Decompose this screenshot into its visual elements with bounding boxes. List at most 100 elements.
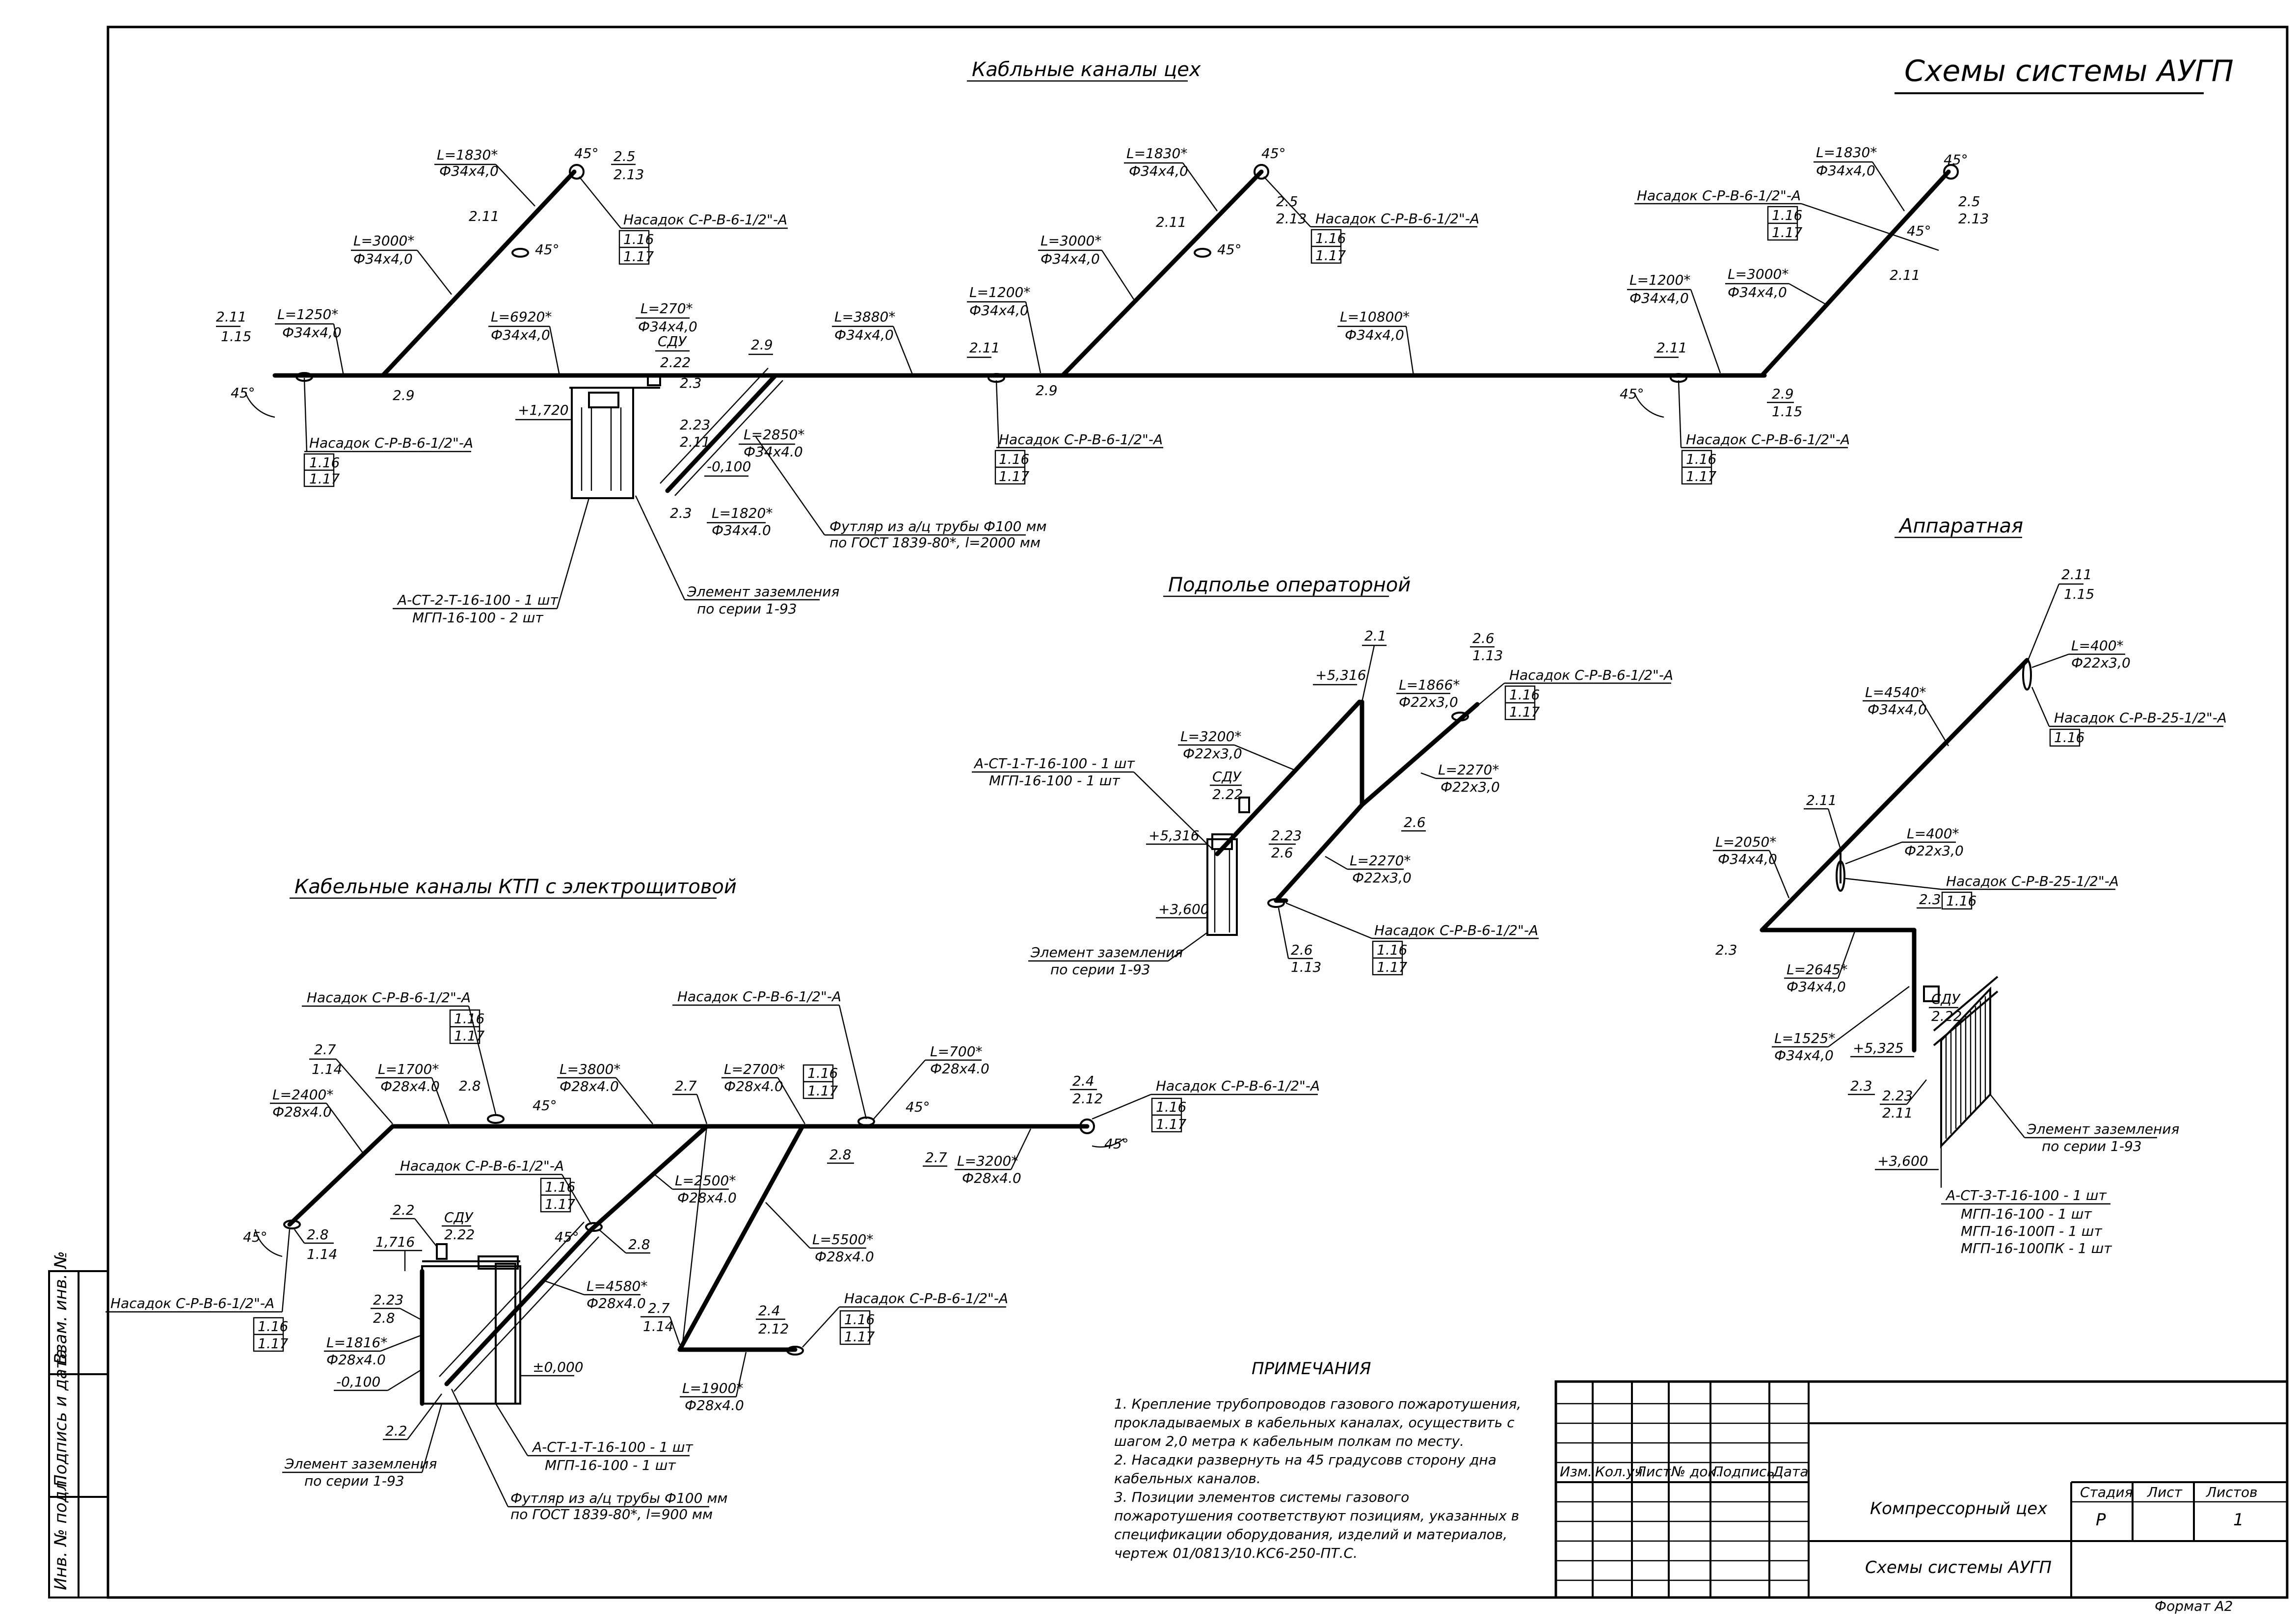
drawing-label: 2.11 — [680, 434, 710, 450]
drawing-label: Ф22х3,0 — [1352, 870, 1412, 886]
gas-cylinder-rack — [1923, 976, 1999, 1148]
sheet-border — [107, 26, 2289, 1599]
drawing-label: Ф34х4,0 — [638, 319, 697, 335]
apparatnaya-pipeline — [1760, 658, 2032, 1148]
drawing-label: L=3200* — [957, 1153, 1018, 1169]
nozzle-icon — [1267, 898, 1285, 908]
drawing-label: Ф22х3,0 — [1399, 694, 1458, 710]
drawing-label: Ф28х4.0 — [272, 1104, 332, 1120]
drawing-label: L=400* — [1907, 825, 1959, 842]
drawing-label: 2.9 — [1036, 382, 1058, 399]
drawing-label: Ф34х4,0 — [1728, 284, 1787, 300]
drawing-label: 2.11 — [1806, 792, 1837, 808]
apparatnaya-annotations: 2.11 1.15 L=400* Ф22х3,0 Насадок С-Р-В-2… — [1713, 566, 2227, 1256]
drawing-label: -0,100 — [336, 1374, 380, 1390]
drawing-label: L=2700* — [724, 1061, 785, 1077]
drawing-label: Элемент заземления — [2027, 1121, 2179, 1137]
drawing-label: 2.3 — [1850, 1078, 1872, 1094]
drawing-label: Ф34х4,0 — [1816, 162, 1875, 179]
nozzle-icon — [569, 164, 585, 180]
top-pipeline — [244, 164, 1959, 499]
drawing-label: 2.11 — [1156, 214, 1186, 230]
drawing-label: по серии 1-93 — [1050, 961, 1150, 978]
drawing-label: МГП-16-100 - 1 шт — [989, 772, 1120, 789]
drawing-label: А-СТ-3-Т-16-100 - 1 шт — [1945, 1187, 2107, 1203]
drawing-label: 2.5 — [1958, 193, 1980, 210]
drawing-label: 1.14 — [307, 1246, 337, 1262]
notes-block: ПРИМЕЧАНИЯ 1. Крепление трубопроводов га… — [1114, 1359, 1521, 1561]
section-title-podpolye: Подполье операторной — [1168, 574, 1411, 596]
drawing-label: 2.23 — [1882, 1088, 1913, 1104]
drawing-label: Насадок С-Р-В-6-1/2"-А — [1374, 922, 1538, 938]
drawing-label: А-СТ-1-Т-16-100 - 1 шт — [532, 1439, 694, 1455]
drawing-label: 1.14 — [643, 1318, 673, 1334]
drawing-label: 1.13 — [1291, 959, 1321, 975]
drawing-label: Элемент заземления — [1030, 944, 1183, 960]
drawing-label: L=1525* — [1774, 1030, 1835, 1046]
drawing-label: +5,316 — [1315, 667, 1366, 683]
drawing-label: L=2500* — [675, 1172, 736, 1189]
drawing-label: 2.23 — [373, 1292, 403, 1308]
drawing-label: 2.11 — [469, 208, 499, 224]
drawing-label: 2.9 — [751, 337, 773, 353]
drawing-label: СДУ — [1212, 769, 1242, 785]
drawing-label: 3. Позиции элементов системы газового — [1114, 1489, 1409, 1505]
drawing-label: Ф34х4,0 — [1041, 251, 1100, 267]
drawing-label: L=1200* — [1629, 272, 1690, 288]
drawing-label: L=6920* — [491, 309, 552, 325]
drawing-label: 2.23 — [680, 417, 710, 433]
nozzle-icon — [1079, 1118, 1095, 1134]
drawing-label: +1,720 — [518, 402, 569, 418]
drawing-label: L=1830* — [437, 147, 498, 163]
drawing-label: 45° — [243, 1229, 267, 1245]
drawing-label: 45° — [1944, 152, 1968, 168]
drawing-label: 1.15 — [1772, 403, 1802, 420]
drawing-label: Кол.уч — [1595, 1464, 1643, 1480]
drawing-label: Элемент заземления — [687, 584, 839, 600]
drawing-label: 2.12 — [758, 1321, 789, 1337]
drawing-label: МГП-16-100 - 2 шт — [412, 610, 543, 626]
drawing-label: Насадок С-Р-В-6-1/2"-А — [677, 988, 841, 1005]
drawing-label: L=3000* — [353, 233, 414, 249]
drawing-label: 1. Крепление трубопроводов газового пожа… — [1114, 1396, 1521, 1412]
drawing-label: 2. Насадки развернуть на 45 градусовв ст… — [1114, 1452, 1496, 1468]
drawing-label: 2.2 — [393, 1202, 415, 1218]
drawing-label: Ф34х4,0 — [1629, 290, 1689, 306]
drawing-label: Ф22х3,0 — [1183, 745, 1242, 762]
gas-cylinder-module — [571, 387, 634, 499]
drawing-label: L=2850* — [744, 426, 804, 443]
drawing-label: 2.7 — [675, 1078, 697, 1094]
drawing-label: L=1830* — [1126, 145, 1187, 161]
drawing-label: 2.22 — [1931, 1008, 1962, 1024]
notes-title: ПРИМЕЧАНИЯ — [1252, 1359, 1371, 1379]
drawing-label: L=270* — [641, 300, 693, 317]
drawing-label: Ф34х4,0 — [1787, 979, 1846, 995]
drawing-label: Ф28х4.0 — [380, 1078, 440, 1094]
drawing-label: L=5500* — [812, 1231, 873, 1248]
drawing-label: L=1900* — [682, 1380, 743, 1396]
title-block: Изм. Кол.уч Лист № док. Подпись Дата Ста… — [1554, 1380, 2289, 1599]
drawing-label: L=1820* — [712, 505, 773, 521]
drawing-label: 2.8 — [373, 1310, 395, 1326]
drawing-label: 1.14 — [312, 1061, 342, 1077]
drawing-label: +3,600 — [1158, 901, 1209, 917]
section-title-apparatnaya: Аппаратная — [1898, 515, 2023, 537]
drawing-label: Ф28х4.0 — [587, 1295, 646, 1311]
drawing-label: Насадок С-Р-В-6-1/2"-А — [309, 435, 473, 451]
drawing-label: 2.22 — [1212, 786, 1243, 802]
drawing-label: по серии 1-93 — [697, 601, 797, 617]
drawing-label: 45° — [555, 1229, 579, 1245]
drawing-label: 2.13 — [1276, 211, 1307, 227]
drawing-label: 2.22 — [444, 1226, 475, 1243]
nozzle-icon — [1943, 164, 1959, 180]
drawing-label: по серии 1-93 — [2042, 1138, 2142, 1154]
drawing-label: L=3000* — [1728, 266, 1789, 282]
drawing-label: 2.6 — [1291, 942, 1313, 958]
drawing-label: по ГОСТ 1839-80*, l=900 мм — [510, 1506, 713, 1522]
drawing-label: Ф34х4,0 — [1774, 1047, 1834, 1064]
drawing-label: Ф28х4.0 — [815, 1249, 874, 1265]
drawing-label: 2.4 — [758, 1303, 780, 1319]
side-inv: Инв. № подл. — [51, 1475, 71, 1590]
drawing-label: МГП-16-100 - 1 шт — [545, 1457, 676, 1473]
gas-cylinder-module — [1206, 838, 1238, 936]
